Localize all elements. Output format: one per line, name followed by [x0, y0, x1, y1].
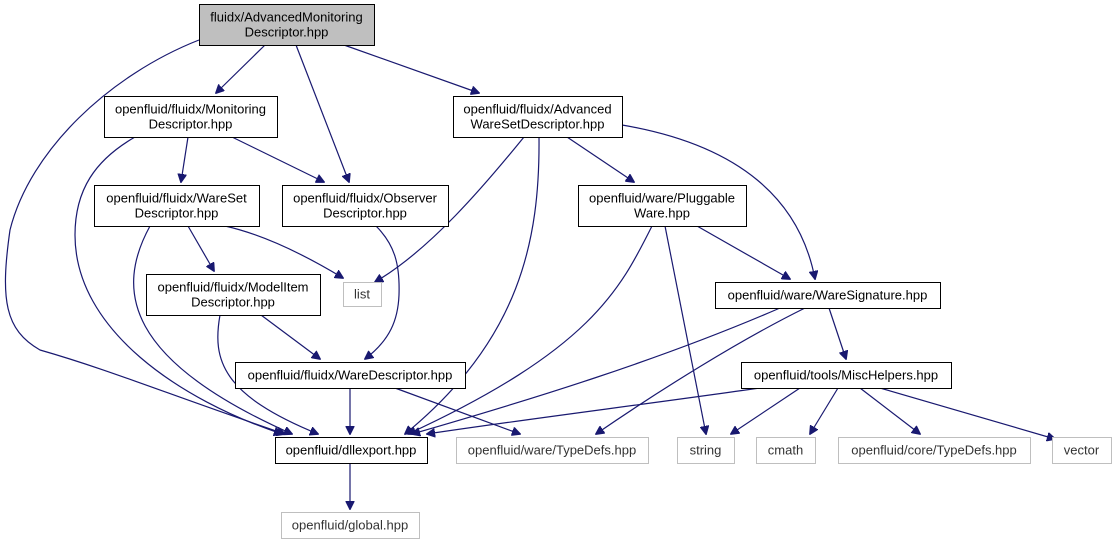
node-label-line: openfluid/core/TypeDefs.hpp — [851, 443, 1017, 458]
edge-mischelp-to-string — [731, 387, 801, 434]
node-label-line: Descriptor.hpp — [191, 295, 275, 310]
node-label-line: openfluid/fluidx/WareSet — [106, 191, 247, 206]
node-vector[interactable]: vector — [1052, 437, 1112, 464]
node-label-line: string — [690, 443, 722, 458]
node-label-line: Descriptor.hpp — [245, 25, 329, 40]
edge-waredesc-to-waretypedefs — [394, 387, 520, 434]
edge-advmon-to-mon — [216, 44, 266, 93]
edge-advmon-to-dllexport — [4, 39, 285, 434]
node-label-line: openfluid/fluidx/Observer — [293, 191, 437, 206]
node-advware[interactable]: openfluid/fluidx/AdvancedWareSetDescript… — [453, 96, 623, 138]
edge-mon-to-observer — [231, 136, 324, 182]
node-box — [343, 282, 382, 307]
node-coretypedefs[interactable]: openfluid/core/TypeDefs.hpp — [838, 437, 1031, 464]
node-label-line: openfluid/global.hpp — [292, 518, 408, 533]
node-box — [715, 282, 941, 309]
node-label-line: Ware.hpp — [634, 206, 690, 221]
node-wareset[interactable]: openfluid/fluidx/WareSetDescriptor.hpp — [94, 185, 260, 227]
node-label-line: vector — [1064, 443, 1100, 458]
node-box — [146, 274, 321, 316]
node-box — [677, 437, 735, 464]
node-label-line: openfluid/ware/Pluggable — [589, 191, 735, 206]
edges — [4, 39, 1055, 509]
node-label-line: openfluid/ware/TypeDefs.hpp — [468, 443, 636, 458]
edge-waresig-to-dllexport — [412, 307, 781, 434]
node-mischelp[interactable]: openfluid/tools/MiscHelpers.hpp — [741, 362, 952, 389]
node-box — [1052, 437, 1112, 464]
node-mon[interactable]: openfluid/fluidx/MonitoringDescriptor.hp… — [104, 96, 278, 138]
edge-modelitem-to-waredesc — [260, 314, 320, 359]
node-box — [235, 362, 466, 389]
edge-wareset-to-modelitem — [187, 225, 214, 271]
node-label-line: openfluid/ware/WareSignature.hpp — [728, 288, 928, 303]
node-box — [94, 185, 260, 227]
node-box — [453, 96, 623, 138]
edge-pluggable-to-dllexport — [408, 225, 653, 434]
node-label-line: list — [354, 287, 370, 302]
node-cmath[interactable]: cmath — [756, 437, 816, 464]
edge-advmon-to-advware — [343, 44, 479, 93]
edge-advware-to-waresig — [621, 124, 815, 279]
node-box — [281, 512, 420, 539]
node-box — [275, 437, 428, 464]
node-list[interactable]: list — [343, 282, 382, 307]
edge-advware-to-pluggable — [566, 136, 634, 182]
node-box — [199, 4, 375, 46]
node-label-line: openfluid/fluidx/WareDescriptor.hpp — [248, 368, 453, 383]
edge-observer-to-waredesc — [365, 225, 400, 359]
edge-wareset-to-list — [224, 225, 343, 278]
node-label-line: fluidx/AdvancedMonitoring — [210, 10, 362, 25]
node-label-line: Descriptor.hpp — [323, 206, 407, 221]
edge-pluggable-to-string — [664, 225, 706, 434]
node-box — [741, 362, 952, 389]
node-box — [838, 437, 1031, 464]
edge-waresig-to-waretypedefs — [596, 307, 806, 434]
node-waresig[interactable]: openfluid/ware/WareSignature.hpp — [715, 282, 941, 309]
node-label-line: openfluid/fluidx/Advanced — [463, 102, 611, 117]
node-global[interactable]: openfluid/global.hpp — [281, 512, 420, 539]
node-waretypedefs[interactable]: openfluid/ware/TypeDefs.hpp — [456, 437, 649, 464]
edge-mischelp-to-coretypedefs — [859, 387, 920, 434]
node-waredesc[interactable]: openfluid/fluidx/WareDescriptor.hpp — [235, 362, 466, 389]
edge-advmon-to-observer — [295, 44, 349, 182]
edge-mischelp-to-cmath — [810, 387, 839, 434]
edge-advware-to-dllexport — [405, 136, 540, 434]
edge-advware-to-list — [375, 136, 525, 282]
edge-waresig-to-mischelp — [828, 307, 846, 359]
node-box — [456, 437, 649, 464]
node-label-line: cmath — [768, 443, 803, 458]
edge-mischelp-to-dllexport — [427, 387, 761, 434]
nodes: fluidx/AdvancedMonitoringDescriptor.hppo… — [94, 4, 1112, 539]
node-label-line: WareSetDescriptor.hpp — [471, 117, 605, 132]
node-label-line: Descriptor.hpp — [135, 206, 219, 221]
edge-mischelp-to-vector — [879, 387, 1055, 439]
node-string[interactable]: string — [677, 437, 735, 464]
edge-mon-to-wareset — [181, 136, 189, 182]
node-label-line: openfluid/tools/MiscHelpers.hpp — [754, 368, 938, 383]
edge-modelitem-to-dllexport — [217, 314, 318, 434]
node-dllexport[interactable]: openfluid/dllexport.hpp — [275, 437, 428, 464]
edge-pluggable-to-waresig — [696, 225, 790, 279]
node-label-line: openfluid/fluidx/Monitoring — [115, 102, 266, 117]
node-box — [756, 437, 816, 464]
node-label-line: openfluid/fluidx/ModelItem — [157, 280, 308, 295]
edge-wareset-to-dllexport — [133, 225, 292, 434]
edge-mon-to-dllexport — [74, 136, 282, 434]
node-label-line: openfluid/dllexport.hpp — [286, 443, 417, 458]
node-label-line: Descriptor.hpp — [149, 117, 233, 132]
node-box — [578, 185, 747, 227]
node-box — [104, 96, 278, 138]
node-box — [282, 185, 449, 227]
